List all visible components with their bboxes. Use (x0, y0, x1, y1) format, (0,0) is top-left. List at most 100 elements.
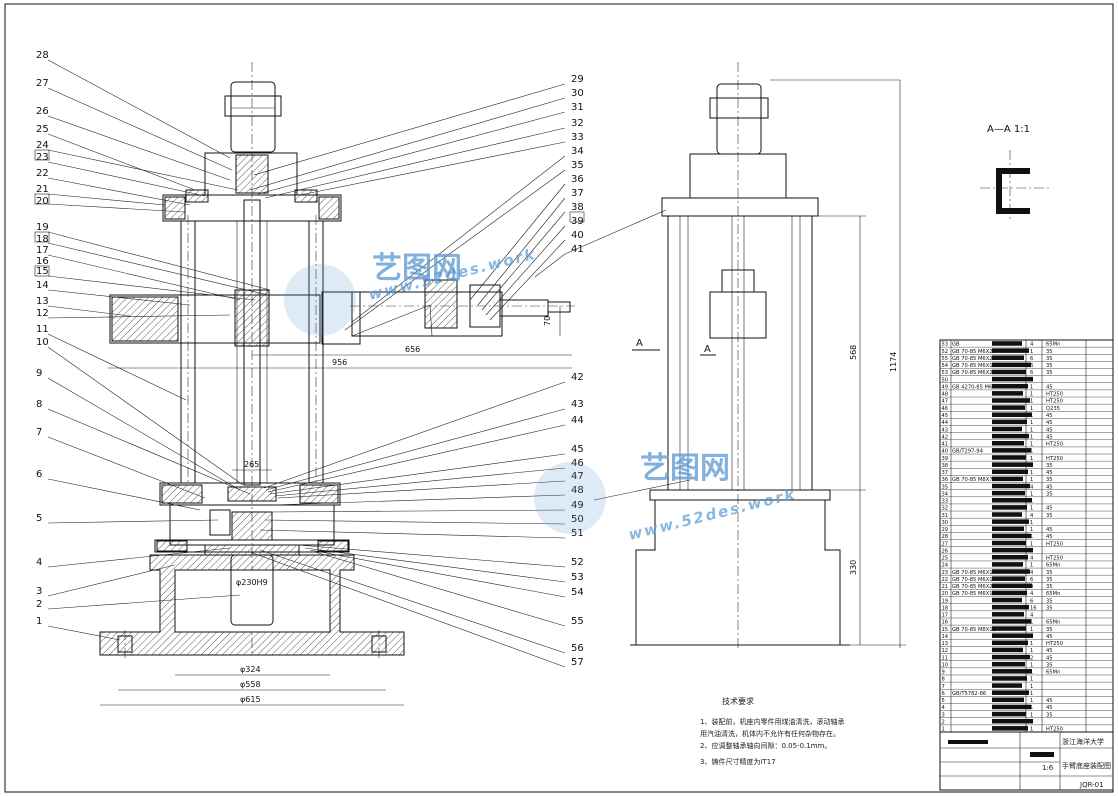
bom-redacted-name (992, 711, 1026, 717)
bom-material: 45 (1046, 648, 1053, 654)
part-label: 45 (571, 444, 584, 455)
dim-265: 265 (244, 460, 259, 469)
bom-material: 35 (1046, 577, 1053, 583)
bom-qty: 1 (1030, 377, 1033, 383)
bom-redacted-name (992, 383, 1028, 389)
note-line: 2、应调整轴承轴向间隙：0.05-0.1mm。 (700, 741, 831, 750)
bom-redacted-name (992, 426, 1022, 432)
part-label: 56 (571, 643, 584, 654)
bom-material: 65Mn (1046, 591, 1060, 597)
bom-redacted-name (992, 597, 1022, 603)
bom-redacted-name (992, 412, 1032, 417)
section-marker-a: A (704, 344, 711, 355)
bom-qty: 1 (1030, 677, 1033, 683)
bom-material: 45 (1046, 434, 1053, 440)
part-label: 7 (36, 427, 42, 438)
bom-redacted-name (992, 647, 1023, 653)
part-label: 10 (36, 337, 49, 348)
part-label: 46 (571, 458, 584, 469)
bom-part-code: GB/T297-94 (952, 449, 984, 455)
bom-number: 50 (942, 377, 949, 383)
bom-part-code: GB 70-85 M6X20 (952, 370, 996, 376)
bom-material: 35 (1046, 712, 1053, 718)
bom-redacted-name (992, 555, 1028, 560)
bom-redacted-name (992, 512, 1022, 517)
bom-material: 45 (1046, 384, 1053, 390)
bom-number: 5 (942, 698, 945, 704)
bom-number: 7 (942, 684, 945, 690)
bom-number: 37 (942, 470, 949, 476)
bom-part-code: GB 70-85 M6X20 (952, 584, 996, 590)
bom-redacted-name (992, 391, 1023, 396)
bom-qty: 1 (1030, 491, 1033, 497)
bom-material: 45 (1046, 705, 1053, 711)
bom-qty: 1 (1030, 470, 1033, 476)
part-label: 21 (36, 184, 49, 195)
dim-615: φ615 (240, 695, 261, 704)
bom-redacted-name (992, 583, 1032, 589)
bom-number: 52 (942, 349, 949, 355)
bom-qty: 1 (1030, 534, 1033, 540)
bom-qty: 1 (1030, 406, 1033, 412)
part-label: 28 (36, 50, 49, 61)
bom-redacted-name (992, 633, 1033, 638)
bom-material: 35 (1046, 349, 1053, 355)
bom-material: 65Mn (1046, 670, 1060, 676)
part-number-labels: 28 27 26 25 24 23 22 21 20 19 18 17 16 1… (36, 50, 584, 668)
bom-row: 50 1 (940, 376, 1113, 383)
bom-number: 8 (942, 677, 945, 683)
bom-qty: 1 (1030, 420, 1033, 426)
bom-material: 35 (1046, 584, 1053, 590)
bom-material: 35 (1046, 513, 1053, 519)
bom-material: 35 (1046, 477, 1053, 483)
bom-qty: 1 (1030, 634, 1033, 640)
section-detail: A—A 1:1 (980, 124, 1050, 220)
part-label: 48 (571, 485, 584, 496)
bom-redacted-name (992, 448, 1031, 453)
part-label: 49 (571, 500, 584, 511)
part-label: 41 (571, 244, 584, 255)
bom-material: HT250 (1046, 727, 1063, 733)
bom-number: 1 (942, 727, 945, 733)
bom-qty: 1 (1030, 684, 1033, 690)
bom-material: 35 (1046, 605, 1053, 611)
bom-redacted-name (992, 362, 1031, 368)
bom-material: HT250 (1046, 442, 1063, 448)
bom-redacted-name (992, 690, 1029, 695)
bom-material: 45 (1046, 484, 1053, 490)
bom-material: HT250 (1046, 641, 1063, 647)
title-block: 浙江海洋大学 手臂底座装配图 JQR-01 1:6 (939, 731, 1114, 791)
bom-number: 36 (942, 477, 949, 483)
part-label: 2 (36, 599, 42, 610)
part-label: 4 (36, 557, 42, 568)
bom-redacted-name (992, 355, 1024, 360)
watermark-brand: 艺图网 (372, 251, 462, 286)
bom-redacted-name (992, 526, 1024, 532)
bom-material: 45 (1046, 506, 1053, 512)
bom-redacted-name (992, 569, 1030, 574)
bom-part-code: GB 70-85 M6X16 (952, 591, 996, 597)
bom-redacted-name (992, 498, 1032, 503)
bom-material: 45 (1046, 470, 1053, 476)
bom-qty: 1 (1030, 705, 1033, 711)
bom-number: 23 (942, 570, 949, 576)
bom-redacted-name (992, 540, 1026, 546)
part-label: 38 (571, 202, 584, 213)
bom-qty: 1 (1030, 627, 1033, 633)
bom-redacted-name (992, 654, 1030, 660)
dim-324: φ324 (240, 665, 261, 674)
